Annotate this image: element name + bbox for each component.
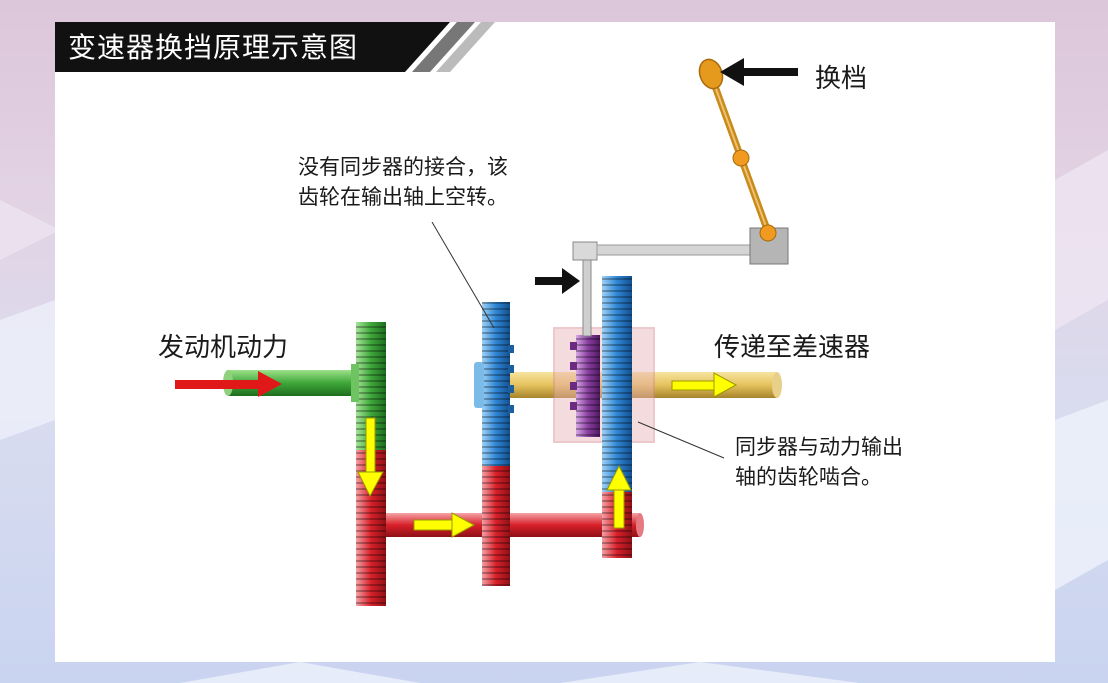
sync-note-line-2: 轴的齿轮啮合。: [735, 465, 882, 489]
idle-note-line-1: 没有同步器的接合，该: [298, 155, 508, 179]
flow-arrow-up-icon: [606, 464, 632, 529]
synchronizer-sleeve: [570, 335, 600, 437]
idle-note-line-2: 齿轮在输出轴上空转。: [298, 185, 508, 209]
diagram-panel: [55, 22, 1055, 662]
engine-power-label: 发动机动力: [158, 333, 289, 363]
idle-gear-note: 没有同步器的接合，该 齿轮在输出轴上空转。: [298, 152, 508, 212]
engaged-output-gear: [602, 276, 632, 492]
page-title: 变速器换挡原理示意图: [68, 31, 359, 64]
flow-arrow-down-icon: [357, 417, 384, 498]
sync-engaged-note: 同步器与动力输出 轴的齿轮啮合。: [735, 432, 903, 492]
countershaft-gear-middle: [482, 466, 510, 586]
shift-arrow-icon: [720, 58, 798, 86]
output-flow-arrow-icon: [671, 372, 738, 398]
shift-fork: [572, 227, 789, 337]
to-differential-label: 传递至差速器: [714, 333, 871, 363]
shift-lever: [698, 58, 777, 242]
idle-note-leader: [431, 221, 495, 329]
input-power-arrow-icon: [175, 371, 282, 397]
idle-output-gear: [474, 302, 514, 466]
sync-note-line-1: 同步器与动力输出: [735, 435, 903, 459]
shift-label: 换档: [815, 64, 868, 94]
fork-arrow-icon: [535, 268, 580, 294]
title-bar: [55, 22, 495, 72]
sync-note-leader: [637, 421, 725, 459]
flow-arrow-right-icon: [413, 512, 476, 538]
